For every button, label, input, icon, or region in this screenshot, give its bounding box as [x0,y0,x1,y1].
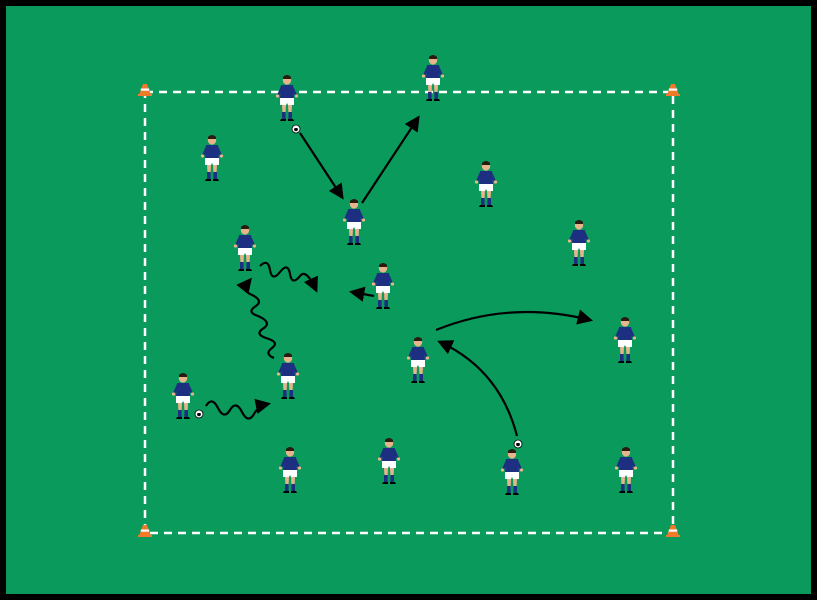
pass-arrow [299,132,344,200]
pass-arrow [361,115,420,204]
pass-arrow-curved [437,340,519,437]
ball-icon [194,409,204,419]
dribble-arrow [236,277,276,360]
ball-icon [513,439,523,449]
ball-icon [291,124,301,134]
movement-arrows [205,115,593,437]
pass-arrow-curved [435,309,593,332]
dribble-arrow [259,261,318,293]
field-boundary [143,90,675,535]
run-arrow [348,286,375,302]
dribble-arrow [205,398,272,420]
grass-field [6,6,811,594]
